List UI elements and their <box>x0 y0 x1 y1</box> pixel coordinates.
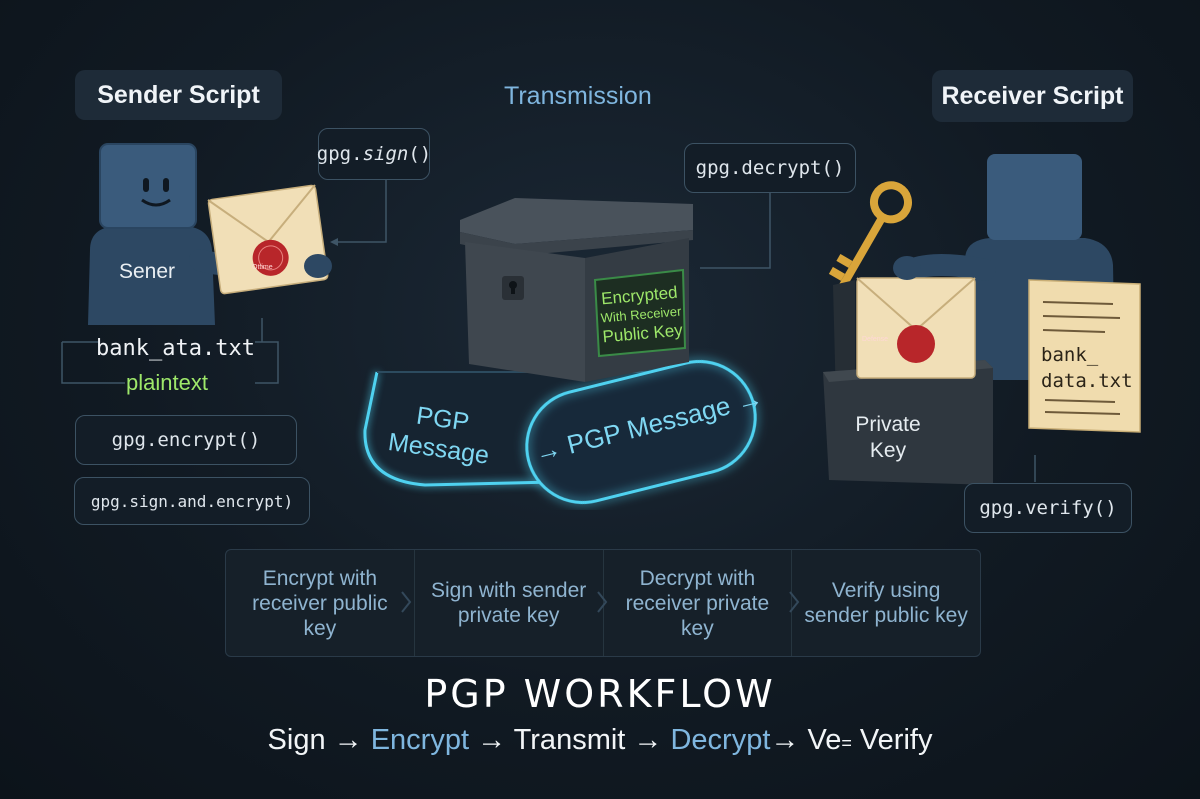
step-decrypt: Decrypt with receiver private key <box>604 550 793 656</box>
sender-robot <box>88 143 332 325</box>
flow-encrypt: Encrypt <box>370 724 470 756</box>
flow-decrypt: Decrypt <box>670 724 771 756</box>
private-key-line2: Key <box>869 439 907 462</box>
flow-arrow-2: → <box>477 724 507 756</box>
workflow-steps-table: Encrypt with receiver public key Sign wi… <box>225 549 981 657</box>
flow-ve: Ve <box>807 724 842 756</box>
sender-script-header: Sender Script <box>75 70 282 120</box>
gpg-sign-and-encrypt-code: gpg.sign.and.encrypt) <box>74 477 310 525</box>
private-key-line1: Private <box>855 413 921 436</box>
sender-figure-label: Sener <box>119 260 176 283</box>
gpg-sign-name: sign <box>362 143 409 165</box>
gpg-sign-suffix: () <box>408 143 432 165</box>
receiver-seal-text: Defense <box>862 336 889 343</box>
flow-arrow-1: → <box>333 724 363 756</box>
receiver-robot <box>823 154 1141 485</box>
step-sign: Sign with sender private key <box>415 550 604 656</box>
sender-file-state: plaintext <box>126 370 208 395</box>
pgp-box-graphic <box>363 198 757 505</box>
step-verify: Verify using sender public key <box>804 579 968 627</box>
sender-file-name: bank_ata.txt <box>96 336 255 361</box>
gpg-encrypt-code: gpg.encrypt() <box>75 415 297 465</box>
step-encrypt: Encrypt with receiver public key <box>226 550 415 656</box>
receiver-script-header: Receiver Script <box>932 70 1133 122</box>
receiver-doc-line1: bank_ <box>1041 344 1099 366</box>
gpg-decrypt-code: gpg.decrypt() <box>684 143 856 193</box>
flow-glitch: = <box>841 733 852 753</box>
gpg-sign-code: gpg.sign() <box>316 128 432 180</box>
flow-sign: Sign <box>267 724 326 756</box>
receiver-document-text: bank_ data.txt <box>1041 342 1133 394</box>
flow-arrow-3: → <box>633 724 663 756</box>
pgp-workflow-title: PGP WORKFLOW <box>424 672 776 716</box>
gpg-verify-code: gpg.verify() <box>964 483 1132 533</box>
gpg-sign-prefix: gpg. <box>316 143 363 165</box>
pgp-workflow-flow: Sign → Encrypt → Transmit → Decrypt→ Ve=… <box>0 724 1200 757</box>
flow-arrow-4: → <box>770 724 800 756</box>
sender-seal-text: Ottime <box>252 264 273 271</box>
transmission-header: Transmission <box>504 82 652 110</box>
receiver-doc-line2: data.txt <box>1041 370 1133 392</box>
private-key-label: Private Key <box>842 412 934 464</box>
flow-transmit: Transmit <box>513 724 626 756</box>
flow-verify: Verify <box>859 724 933 756</box>
